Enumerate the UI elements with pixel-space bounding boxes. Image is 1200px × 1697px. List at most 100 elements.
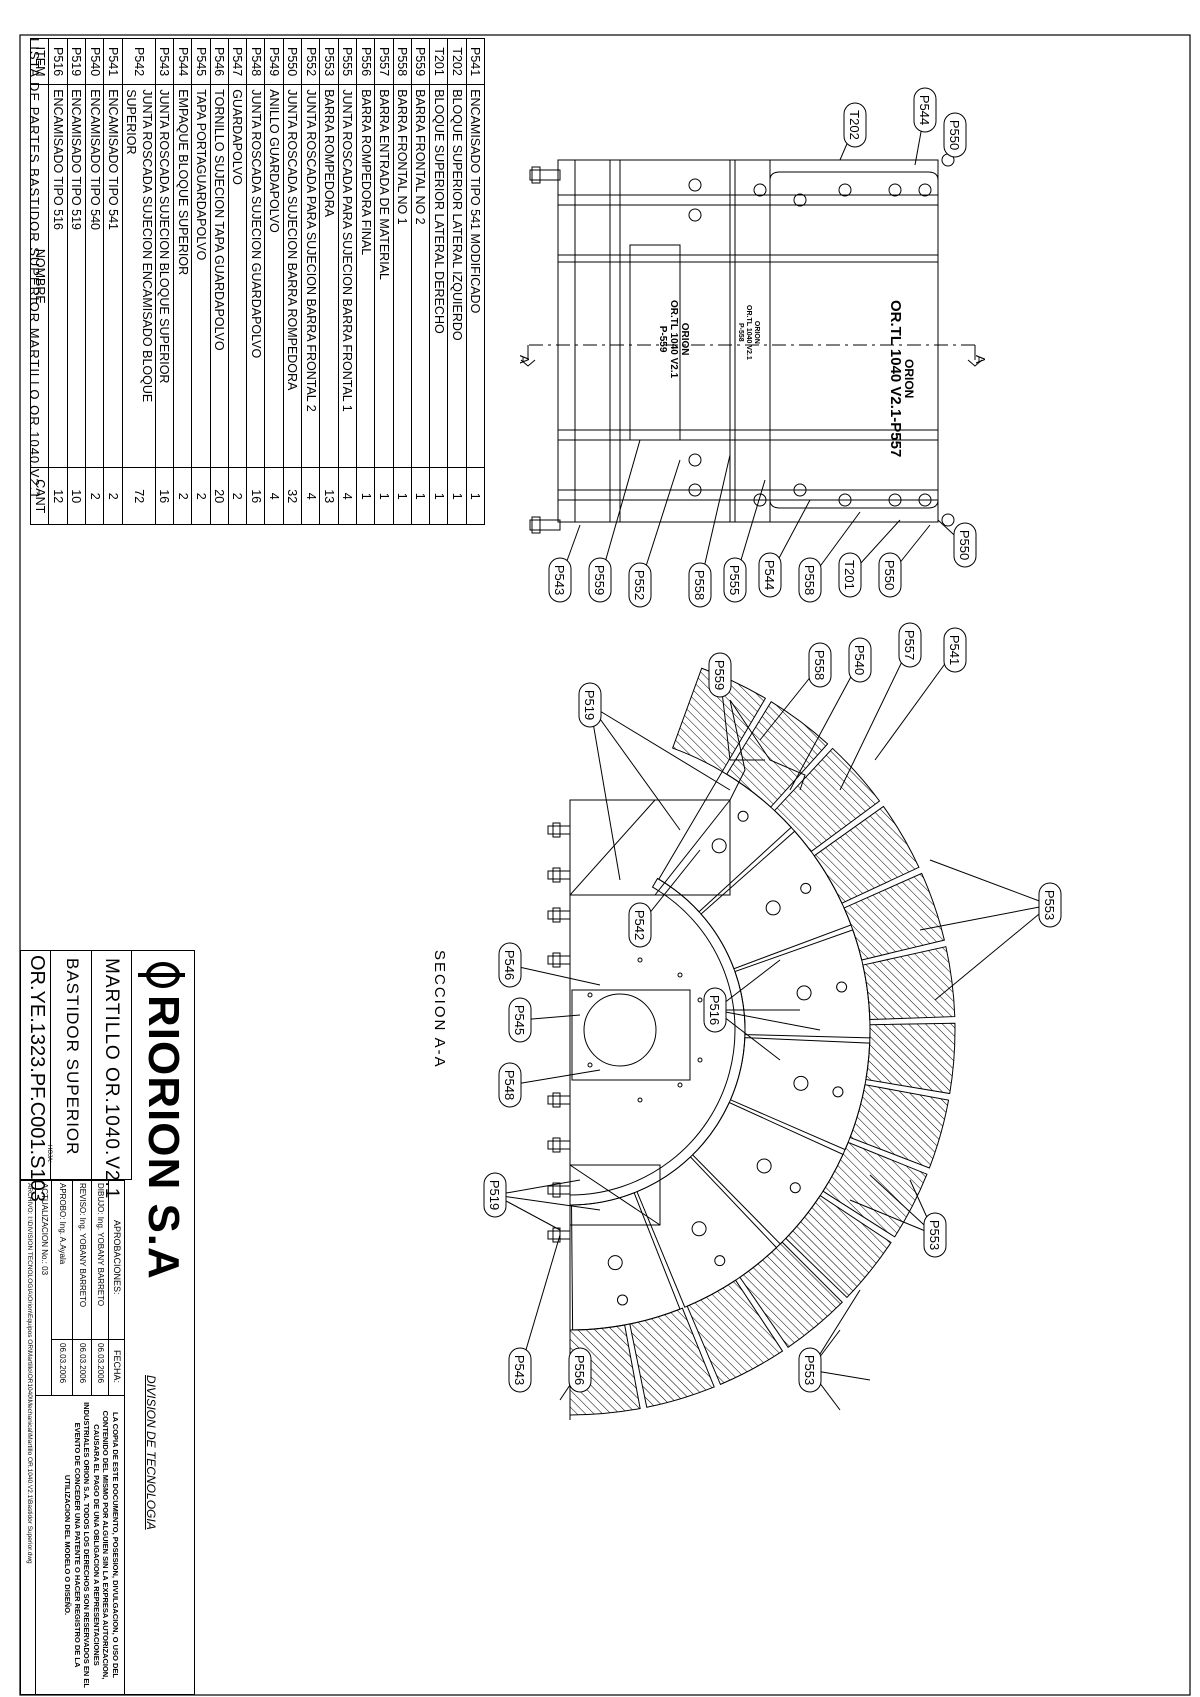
approvals-header: APROBACIONES: (112, 1220, 122, 1295)
callout-balloon: P553 (923, 1212, 947, 1258)
top-view-callout-label: T201 (842, 560, 857, 590)
cell-nombre: BLOQUE SUPERIOR LATERAL DERECHO (429, 84, 448, 468)
approved-by: APROBO: Ing. A.Ayala (58, 1183, 67, 1265)
top-view-callout-label: T202 (847, 110, 862, 140)
callout-balloon: P550 (953, 522, 977, 568)
bolt-icon (688, 178, 702, 192)
cell-cant: 1 (374, 467, 394, 525)
cell-cant: 4 (301, 467, 320, 525)
callout-balloon: P558 (798, 557, 822, 603)
callout-balloon: P543 (508, 1347, 532, 1393)
cell-cant: 2 (85, 467, 104, 525)
cell-cant: 1 (393, 467, 412, 525)
bolt-icon (688, 483, 702, 497)
section-callout-label: P546 (502, 950, 517, 980)
cell-item: P546 (210, 38, 229, 85)
callout-balloon: P550 (943, 112, 967, 158)
cell-nombre: ENCAMISADO TIPO 541 MODIFICADO (466, 84, 485, 468)
bolt-icon (838, 183, 852, 197)
section-callout-label: P545 (512, 1005, 527, 1035)
cell-cant: 2 (228, 467, 247, 525)
section-callout-label: P553 (927, 1220, 942, 1250)
callout-balloon: P558 (688, 562, 712, 608)
cell-nombre: TORNILLO SUJECION TAPA GUARDAPOLVO (210, 84, 229, 468)
cell-cant: 16 (246, 467, 265, 525)
liner-segment-p516 (734, 929, 871, 1039)
cell-cant: 1 (411, 467, 430, 525)
cell-nombre: ENCAMISADO TIPO 516 (48, 84, 68, 468)
drawing-code: OR.YE.1323.PF.C001.S103 (26, 955, 48, 1202)
callout-balloon: P516 (703, 987, 727, 1033)
engraving-p558: ORION OR.TL 1040 V2.1 P-558 (736, 305, 760, 360)
engraving-line: P-558 (737, 323, 744, 342)
cell-cant: 13 (319, 467, 339, 525)
dust-guard-p545 (571, 989, 691, 1081)
cell-nombre: BARRA FRONTAL NO 2 (411, 84, 430, 468)
callout-balloon: P550 (878, 552, 902, 598)
bolt-icon (793, 483, 807, 497)
bolt-icon (688, 208, 702, 222)
cell-cant: 1 (466, 467, 485, 525)
cell-item: P557 (374, 38, 394, 85)
top-view-callout-label: P555 (727, 565, 742, 595)
engraving-p559: ORION OR.TL 1040 V2.1 P-559 (657, 300, 690, 378)
callout-balloon: P519 (483, 1172, 507, 1218)
cell-nombre: BLOQUE SUPERIOR LATERAL IZQUIERDO (447, 84, 467, 468)
callout-balloon: T202 (843, 102, 867, 148)
cell-item: P541 (103, 38, 123, 85)
top-view-callout-label: P558 (692, 570, 707, 600)
part-name: BASTIDOR SUPERIOR (63, 958, 82, 1156)
top-view-callout-label: P544 (762, 560, 777, 590)
callout-balloons: P550P544T202P550P550T201P558P544P555P558… (483, 87, 1062, 1411)
callout-balloon: P544 (758, 552, 782, 598)
company-logo-icon (138, 962, 185, 988)
drawn-by: DIBUJO: Ing. YOBANY BARRETO (96, 1183, 105, 1307)
engraving-line: P-559 (657, 325, 668, 353)
cell-item: P541 (466, 38, 485, 85)
approved-date: 06.03.2006 (58, 1343, 67, 1384)
breaker-bar-p553 (865, 1022, 956, 1095)
callout-balloon: P540 (848, 637, 872, 683)
cell-item: P540 (85, 38, 104, 85)
engraving-line: OR.TL 1040 V2.1-P557 (887, 300, 904, 458)
breaker-bar-p553 (862, 946, 956, 1021)
product-name: MARTILLO OR.1040.V2.1 (101, 958, 122, 1200)
bolt-icon (918, 493, 932, 507)
cell-cant: 72 (122, 467, 156, 525)
cell-nombre: JUNTA ROSCADA SUJECION BLOQUE SUPERIOR (155, 84, 174, 468)
cell-item: P544 (173, 38, 192, 85)
callout-balloon: P557 (898, 622, 922, 668)
engraving-line: OR.TL 1040 V2.1 (668, 300, 679, 379)
cell-nombre: ENCAMISADO TIPO 541 (103, 84, 123, 468)
section-callout-label: P553 (802, 1355, 817, 1385)
file-path: ARCHIVO: I:\DIVISION TECNOLOGIA\Orion\Eq… (26, 1183, 33, 1564)
sheet-label: HOJA: (46, 1145, 52, 1163)
cell-item: P548 (246, 38, 265, 85)
liner-segment-p516 (729, 1037, 871, 1151)
cell-nombre: TAPA PORTAGUARDAPOLVO (191, 84, 211, 468)
cell-item: P553 (319, 38, 339, 85)
date-header: FECHA: (112, 1350, 122, 1384)
reviewed-date: 06.03.2006 (78, 1343, 87, 1384)
engraving-line: ORION (679, 322, 690, 356)
cell-cant: 20 (210, 467, 229, 525)
bolt-icon (552, 952, 561, 968)
callout-balloon: P552 (628, 562, 652, 608)
breaker-bar-p553 (671, 667, 767, 773)
section-callout-label: P556 (572, 1355, 587, 1385)
bolt-icon (753, 183, 767, 197)
cell-cant: 10 (67, 467, 86, 525)
